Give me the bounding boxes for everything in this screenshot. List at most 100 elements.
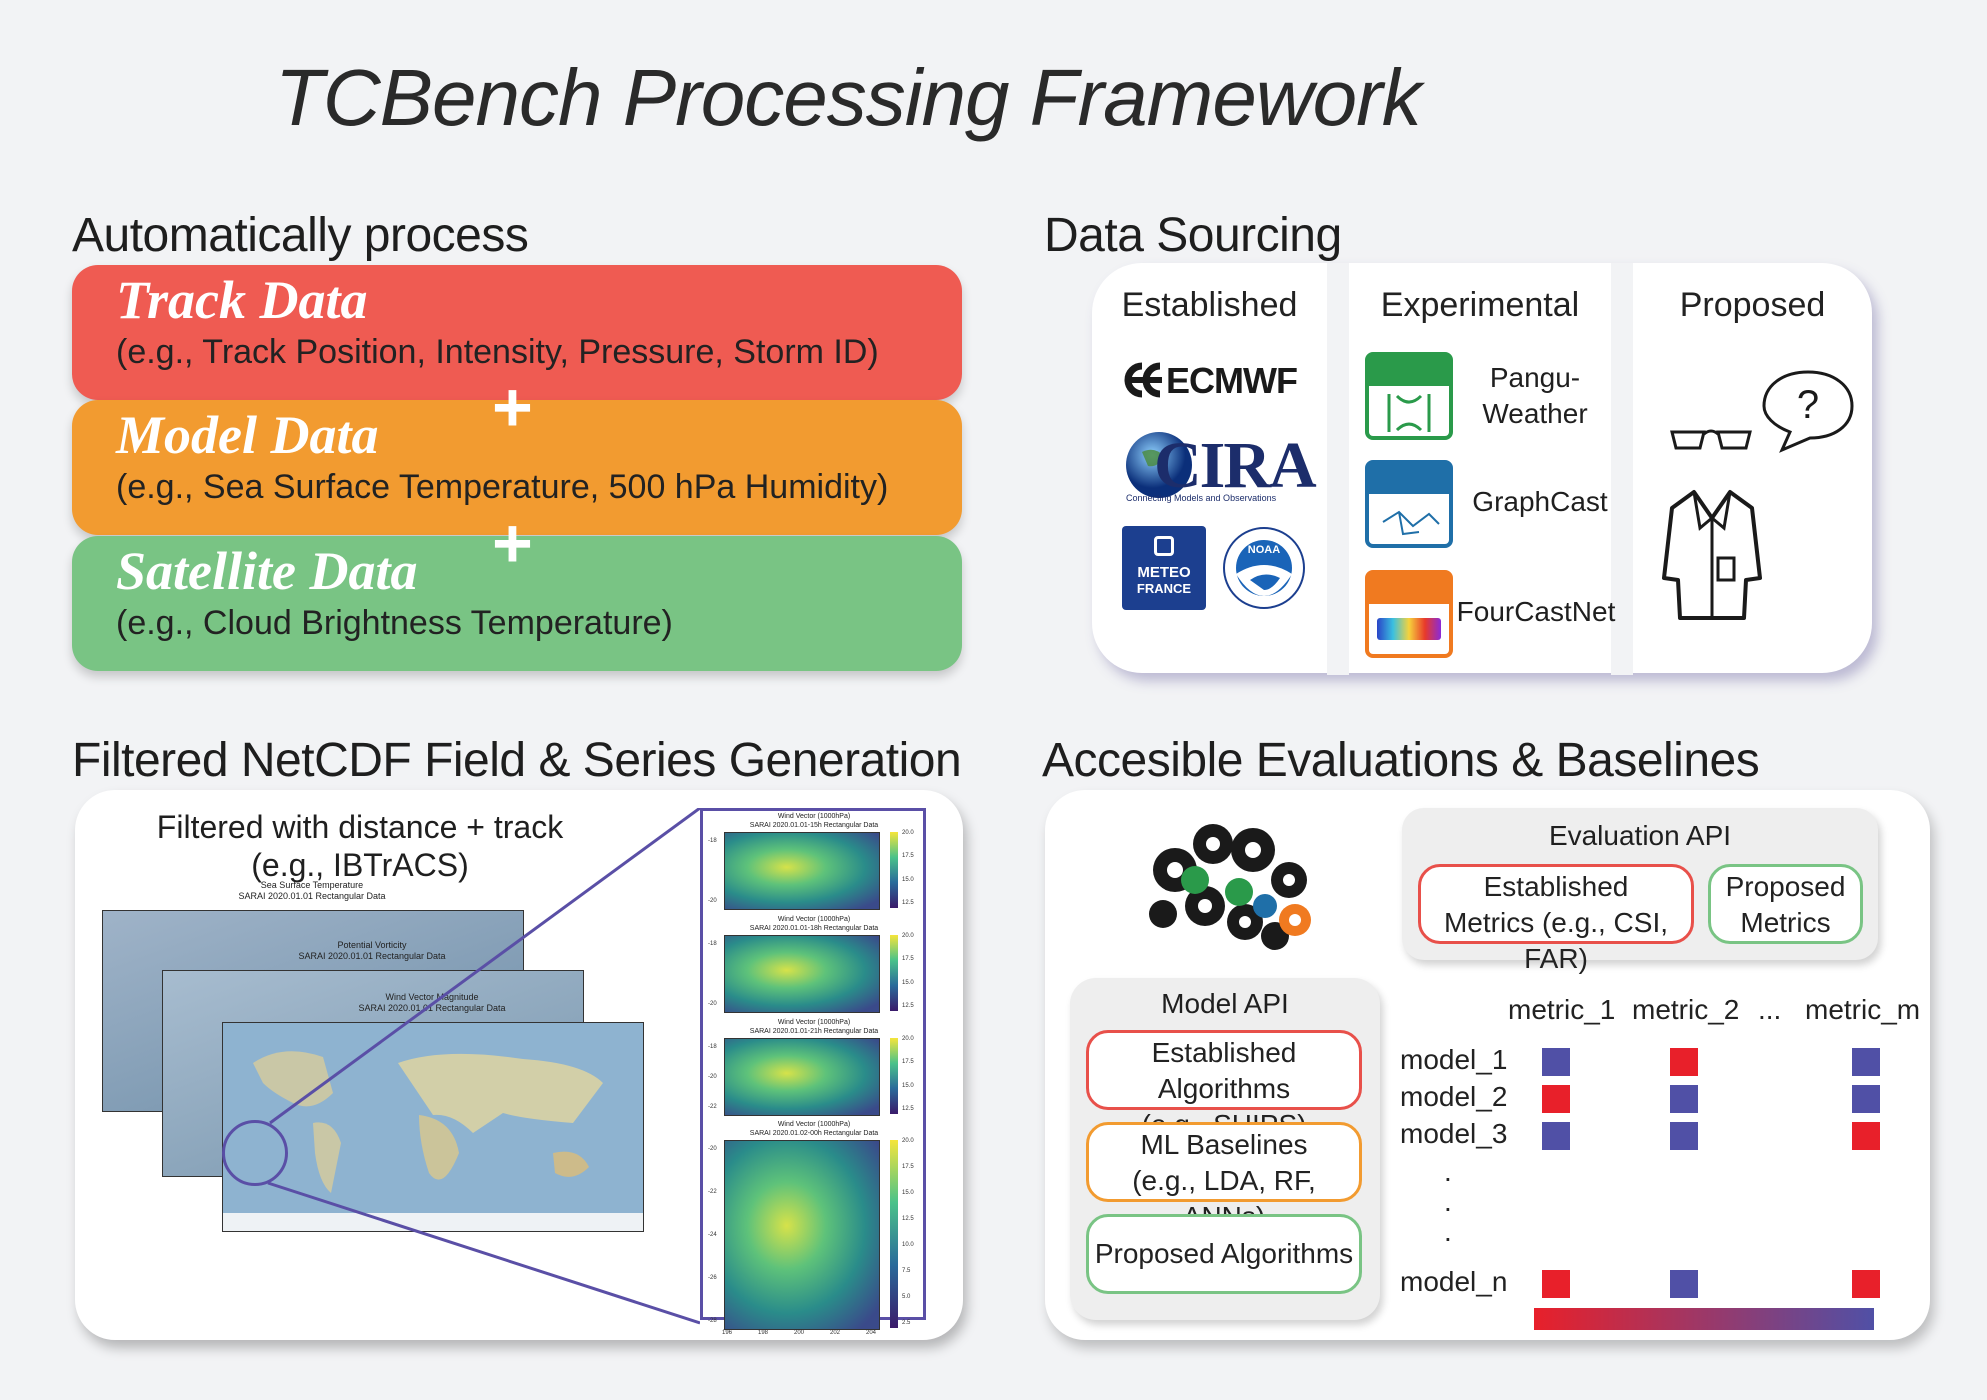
colorbar-tick: 15.0 bbox=[902, 1082, 914, 1089]
established-metrics-pill[interactable]: Established Metrics (e.g., CSI, FAR) bbox=[1418, 864, 1694, 974]
satellite-data-title: Satellite Data bbox=[116, 541, 418, 601]
gear-brain-icon bbox=[1149, 824, 1311, 950]
globe-icon bbox=[1126, 432, 1192, 498]
zoom-lines bbox=[267, 808, 700, 1325]
model-label: model_1 bbox=[1400, 1044, 1508, 1075]
pangu-weather-icon bbox=[1365, 352, 1453, 440]
track-data-title: Track Data bbox=[116, 270, 368, 330]
heatmap bbox=[724, 832, 880, 910]
meteo-text: METEO bbox=[1137, 564, 1191, 581]
experimental-label: Experimental bbox=[1380, 286, 1580, 324]
colorbar-tick: 12.5 bbox=[902, 900, 914, 906]
world-map-icon bbox=[223, 1023, 643, 1231]
wind-vector-plot: Wind Vector (1000hPa) SARAI 2020.01.01-15… bbox=[706, 812, 922, 912]
wind-vector-plot: Wind Vector (1000hPa) SARAI 2020.01.01-21… bbox=[706, 1018, 922, 1118]
established-label: Established bbox=[1121, 286, 1298, 324]
heatmap bbox=[724, 1140, 880, 1330]
model-data-bar: Model Data (e.g., Sea Surface Temperatur… bbox=[72, 400, 962, 535]
ecmwf-icon bbox=[1124, 362, 1162, 398]
colorbar-tick: 10.0 bbox=[902, 1242, 914, 1248]
x-tick: 198 bbox=[758, 1330, 769, 1336]
noaa-text: NOAA bbox=[1247, 544, 1281, 556]
plot-subtitle: SARAI 2020.01.01-21h Rectangular Data bbox=[749, 1028, 879, 1035]
plot-subtitle: SARAI 2020.01.01-15h Rectangular Data bbox=[749, 822, 879, 829]
colorbar-tick: 17.5 bbox=[902, 1164, 914, 1170]
colorbar bbox=[890, 935, 898, 1011]
plot-title: Wind Vector (1000hPa) bbox=[777, 916, 851, 923]
france-text: FRANCE bbox=[1136, 581, 1192, 596]
y-tick: -22 bbox=[708, 1104, 717, 1110]
metric-header: metric_2 bbox=[1632, 994, 1740, 1025]
noaa-logo: NOAA bbox=[1222, 526, 1306, 610]
colorbar-tick: 12.5 bbox=[902, 1003, 914, 1009]
established-algorithms-pill[interactable]: Established Algorithms (e.g., SHIPS) bbox=[1086, 1030, 1362, 1140]
metric-cell-red bbox=[1542, 1270, 1570, 1298]
zoom-circle bbox=[222, 1120, 288, 1186]
model-data-title: Model Data bbox=[116, 405, 379, 465]
heatmap bbox=[724, 1038, 880, 1116]
heatmap bbox=[724, 935, 880, 1013]
metric-header: metric_1 bbox=[1508, 994, 1616, 1025]
netcdf-heading: Filtered NetCDF Field & Series Generatio… bbox=[72, 734, 962, 787]
y-tick: -20 bbox=[708, 898, 717, 904]
auto-process-heading: Automatically process bbox=[72, 209, 529, 262]
wind-vector-plot: Wind Vector (1000hPa)SARAI 2020.01.02-00… bbox=[706, 1120, 922, 1336]
metric-cell-red bbox=[1852, 1270, 1880, 1298]
graphcast-label: GraphCast bbox=[1472, 486, 1608, 517]
y-tick: -24 bbox=[708, 1232, 717, 1238]
metric-cell-blue bbox=[1670, 1270, 1698, 1298]
colorbar-tick: 20.0 bbox=[902, 933, 914, 939]
graphcast-icon bbox=[1365, 460, 1453, 548]
model-data-subtitle: (e.g., Sea Surface Temperature, 500 hPa … bbox=[116, 468, 889, 506]
fourcastnet-label: FourCastNet bbox=[1456, 596, 1616, 627]
meteo-france-logo: METEO FRANCE bbox=[1122, 526, 1206, 610]
plus-icon: + bbox=[492, 368, 533, 446]
fourcastnet-icon bbox=[1365, 570, 1453, 658]
colorbar-tick: 15.0 bbox=[902, 1190, 914, 1196]
colorbar bbox=[890, 1140, 898, 1328]
metric-cell-blue bbox=[1542, 1122, 1570, 1150]
y-tick: -18 bbox=[708, 838, 717, 844]
y-tick: -22 bbox=[708, 1189, 717, 1195]
glasses-icon bbox=[1670, 429, 1752, 450]
colorbar-tick: 20.0 bbox=[902, 830, 914, 836]
column-divider bbox=[1611, 263, 1633, 675]
plot-title: Wind Vector (1000hPa) bbox=[777, 1019, 851, 1026]
bubble-question: ? bbox=[1797, 383, 1819, 427]
metric-cell-blue bbox=[1852, 1048, 1880, 1076]
track-data-subtitle: (e.g., Track Position, Intensity, Pressu… bbox=[116, 333, 879, 371]
plot-title: Wind Vector (1000hPa) bbox=[777, 813, 851, 820]
ellipsis-dot: . bbox=[1444, 1156, 1452, 1187]
metric-cell-blue bbox=[1852, 1085, 1880, 1113]
model-label: model_n bbox=[1400, 1266, 1508, 1297]
data-sourcing-heading: Data Sourcing bbox=[1044, 209, 1342, 262]
colorbar-tick: 17.5 bbox=[902, 956, 914, 963]
model-label: model_2 bbox=[1400, 1081, 1508, 1112]
score-gradient-bar bbox=[1534, 1308, 1874, 1330]
colorbar bbox=[890, 1038, 898, 1114]
filter-caption: Filtered with distance + track (e.g., IB… bbox=[156, 809, 564, 883]
colorbar-tick: 12.5 bbox=[902, 1216, 914, 1222]
plus-icon: + bbox=[492, 504, 533, 582]
proposed-metrics-pill[interactable]: Proposed Metrics bbox=[1708, 864, 1863, 944]
colorbar bbox=[890, 832, 898, 908]
y-tick: -18 bbox=[708, 1044, 717, 1050]
y-tick: -28 bbox=[708, 1318, 717, 1324]
model-api-title: Model API bbox=[1161, 988, 1289, 1019]
evaluation-api-title: Evaluation API bbox=[1548, 820, 1732, 851]
colorbar-tick: 17.5 bbox=[902, 1059, 914, 1066]
cira-tagline: Connecting Models and Observations bbox=[1126, 493, 1277, 503]
colorbar-tick: 15.0 bbox=[902, 979, 914, 986]
ml-baselines-pill[interactable]: ML Baselines (e.g., LDA, RF, ANNs) bbox=[1086, 1122, 1362, 1232]
x-tick: 200 bbox=[794, 1330, 805, 1336]
plot-title: Wind Vector (1000hPa) bbox=[777, 1121, 851, 1128]
metric-cell-red bbox=[1852, 1122, 1880, 1150]
metric-cell-blue bbox=[1670, 1085, 1698, 1113]
ecmwf-logo: ECMWF bbox=[1122, 360, 1312, 401]
proposed-label: Proposed bbox=[1679, 286, 1826, 324]
speech-bubble-icon: ? bbox=[1762, 370, 1854, 453]
map-panel: Wind Vector Magnitude SARAI 2020.01.01 R… bbox=[222, 992, 644, 1232]
proposed-algorithms-pill[interactable]: Proposed Algorithms bbox=[1086, 1214, 1362, 1294]
y-tick: -20 bbox=[708, 1001, 717, 1007]
y-tick: -18 bbox=[708, 941, 717, 947]
